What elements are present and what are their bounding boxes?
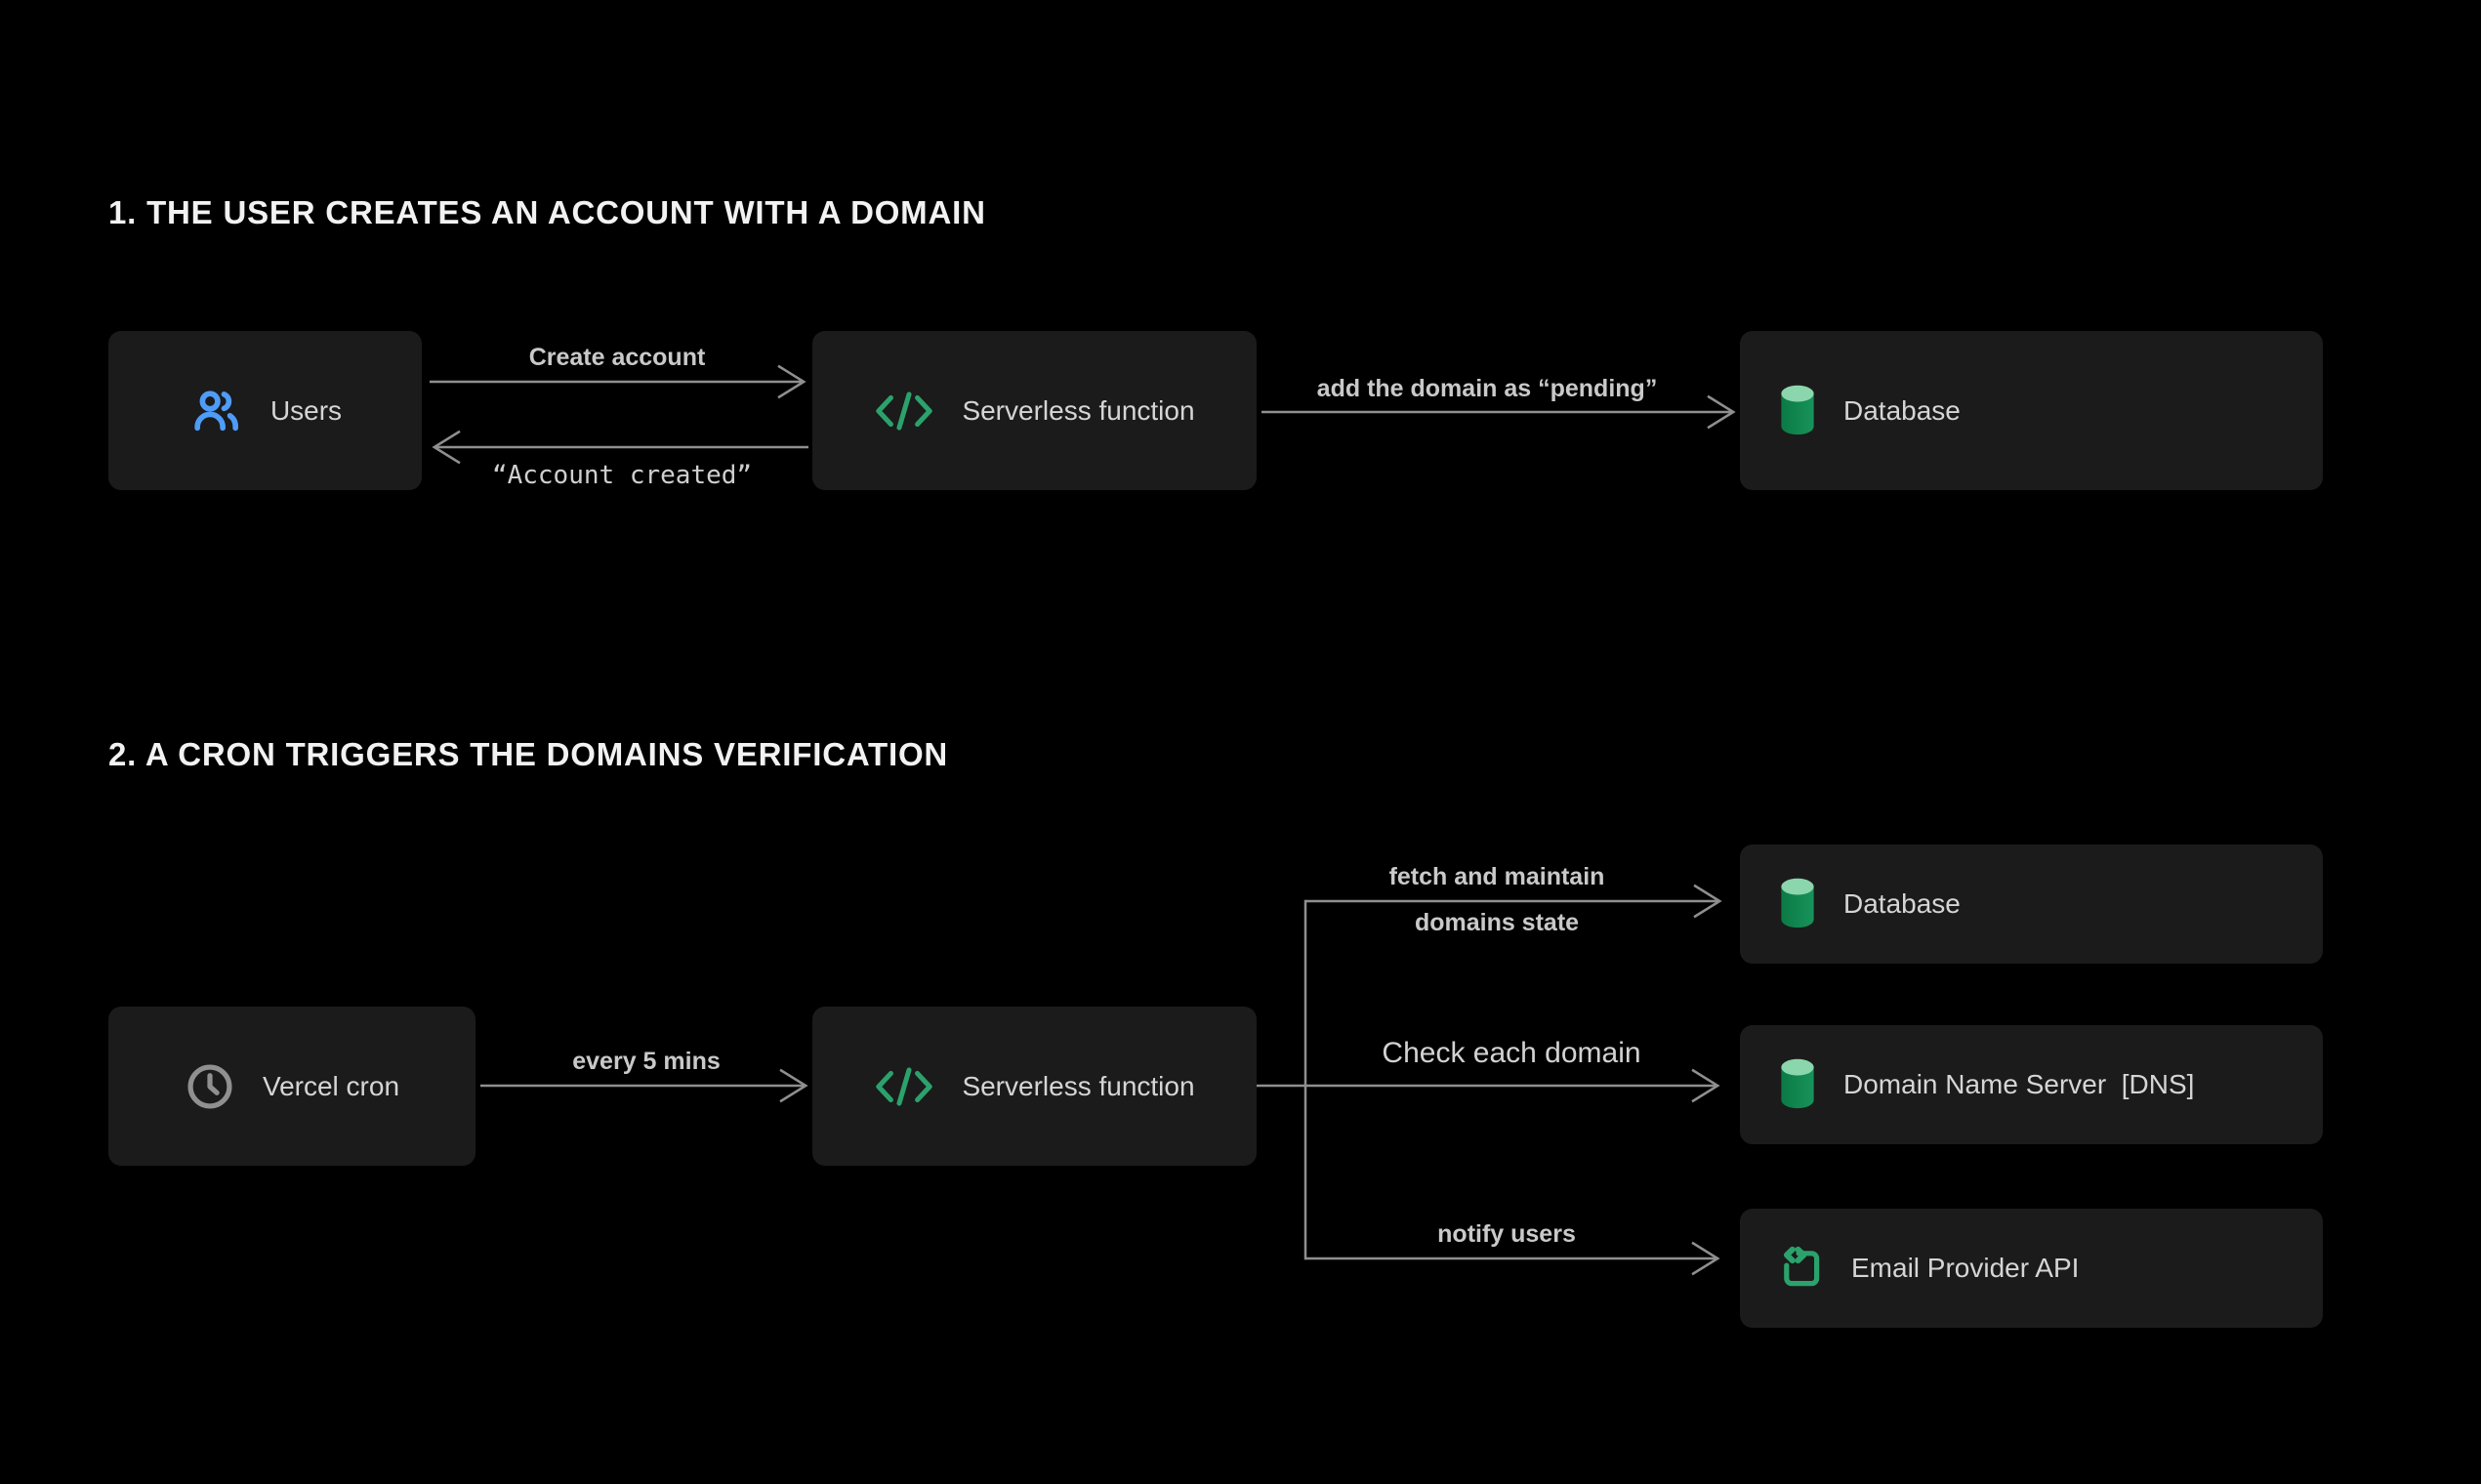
- clock-icon: [185, 1061, 235, 1112]
- email-provider-label: Email Provider API: [1851, 1253, 2080, 1283]
- fetch-maintain-label-line1: fetch and maintain: [1388, 863, 1605, 890]
- users-node: Users: [108, 331, 422, 490]
- account-created-label: “Account created”: [491, 461, 753, 490]
- database-node-1: Database: [1740, 331, 2323, 490]
- users-label: Users: [269, 394, 343, 426]
- notify-users-label: notify users: [1437, 1220, 1576, 1248]
- database-cylinder-icon: [1777, 876, 1818, 932]
- vercel-cron-node: Vercel cron: [108, 1007, 476, 1166]
- code-icon: [874, 388, 934, 434]
- section-1-title: 1. THE USER CREATES AN ACCOUNT WITH A DO…: [108, 194, 986, 230]
- api-code-square-icon: [1777, 1244, 1826, 1293]
- email-provider-node: Email Provider API: [1740, 1209, 2323, 1328]
- database-cylinder-icon: [1777, 383, 1818, 439]
- database-label-1: Database: [1843, 394, 1961, 426]
- serverless-label-2: Serverless function: [962, 1070, 1195, 1101]
- serverless-node-2: Serverless function: [812, 1007, 1257, 1166]
- dns-label: Domain Name Server [DNS]: [1843, 1069, 2195, 1099]
- add-pending-label: add the domain as “pending”: [1316, 375, 1658, 402]
- create-account-label: Create account: [528, 344, 706, 371]
- fetch-maintain-label-line2: domains state: [1414, 909, 1580, 936]
- database-label-2: Database: [1843, 888, 1961, 919]
- every-5-mins-label: every 5 mins: [572, 1048, 721, 1075]
- serverless-node-1: Serverless function: [812, 331, 1257, 490]
- database-cylinder-icon: [1777, 1056, 1818, 1113]
- check-domain-label: Check each domain: [1382, 1037, 1641, 1069]
- users-icon: [188, 386, 243, 436]
- section-2-title: 2. A CRON TRIGGERS THE DOMAINS VERIFICAT…: [108, 736, 949, 772]
- code-icon: [874, 1063, 934, 1110]
- database-node-2: Database: [1740, 845, 2323, 964]
- serverless-label-1: Serverless function: [962, 394, 1195, 426]
- dns-node: Domain Name Server [DNS]: [1740, 1025, 2323, 1144]
- vercel-cron-label: Vercel cron: [262, 1070, 400, 1101]
